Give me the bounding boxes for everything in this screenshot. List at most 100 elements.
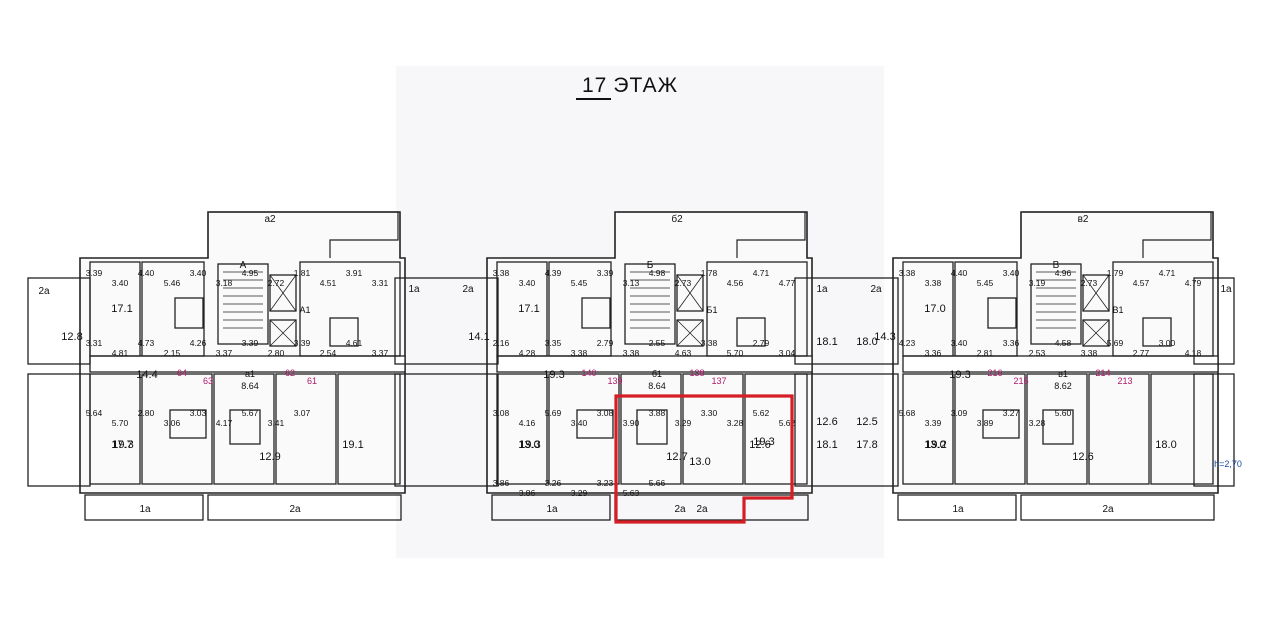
dimension-label: 5.62 [779, 418, 796, 428]
lower-room-1-4 [337, 373, 401, 485]
dimension-label: 1.79 [1107, 268, 1124, 278]
dimension-label: 4.73 [138, 338, 155, 348]
dimension-label: 2.80 [268, 348, 285, 358]
dimension-label: 3.35 [545, 338, 562, 348]
upper-room-2-2 [706, 261, 808, 357]
stair-label-3: В [1053, 260, 1060, 271]
dimension-label: 5.45 [977, 278, 994, 288]
stair-label-2: Б [647, 260, 654, 271]
dimension-label: 3.40 [112, 278, 129, 288]
dimension-label: 5.69 [1107, 338, 1124, 348]
bottom-balcony-label: 1a [952, 504, 964, 515]
room-area: 17.0 [924, 303, 945, 315]
lower-room-2-4 [744, 373, 808, 485]
dimension-label: 5.68 [899, 408, 916, 418]
bottom-balcony-label: 2a [1102, 504, 1114, 515]
dimension-label: 3.40 [1003, 268, 1020, 278]
ceiling-height-note: h=2,70 [1214, 459, 1242, 469]
room-area: 14.4 [136, 369, 157, 381]
wing-2 [794, 277, 899, 365]
section-outline-3 [892, 211, 1219, 494]
bottom-balcony-1 [207, 494, 402, 521]
lower-room-3-4 [1150, 373, 1214, 485]
dimension-label: 2.15 [164, 348, 181, 358]
lower-room-3-1 [954, 373, 1026, 485]
wing-label: 1a [408, 284, 420, 295]
wing-label: 1a [816, 284, 828, 295]
wing-1 [394, 277, 499, 365]
dimension-label: 2.54 [320, 348, 337, 358]
bath-2 [576, 409, 614, 439]
dimension-label: 5.69 [545, 408, 562, 418]
apartment-number: 213 [1117, 376, 1132, 386]
top-label-3: в2 [1078, 214, 1089, 225]
wing-label: 2a [38, 286, 50, 297]
dimension-label: 4.77 [779, 278, 796, 288]
room-area: 13.0 [924, 439, 945, 451]
dimension-label: 4.61 [346, 338, 363, 348]
bath-3 [1042, 409, 1074, 445]
dimension-label: 5.64 [86, 408, 103, 418]
lift-label-3: В1 [1112, 305, 1123, 315]
dimension-label: 3.26 [545, 478, 562, 488]
dimension-label: 3.40 [951, 338, 968, 348]
dimension-label: 4.51 [320, 278, 337, 288]
dimension-label: 2.79 [753, 338, 770, 348]
dimension-label: 3.30 [701, 408, 718, 418]
apartment-number: 139 [607, 376, 622, 386]
dimension-label: 3.39 [925, 418, 942, 428]
dimension-label: 4.56 [727, 278, 744, 288]
room-area: 19.3 [949, 369, 970, 381]
dimension-label: 4.28 [519, 348, 536, 358]
dimension-label: 4.95 [242, 268, 259, 278]
room-area: 12.8 [61, 331, 82, 343]
dimension-label: 5.66 [649, 478, 666, 488]
dimension-label: 3.06 [164, 418, 181, 428]
dimension-label: 3.40 [571, 418, 588, 428]
bottom-balcony-3 [897, 494, 1017, 521]
wing-3 [1193, 277, 1235, 365]
dimension-label: 4.40 [138, 268, 155, 278]
dimension-label: 4.71 [1159, 268, 1176, 278]
upper-room-2-1 [548, 261, 612, 357]
lift-a-3 [1082, 274, 1110, 312]
bath-1 [229, 409, 261, 445]
room-area: 12.6 [749, 439, 770, 451]
dimension-label: 3.04 [779, 348, 796, 358]
room-area: 18.0 [1155, 439, 1176, 451]
lift-label-1: А1 [299, 305, 310, 315]
dimension-label: 3.08 [493, 408, 510, 418]
dimension-label: 5.67 [242, 408, 259, 418]
bottom-balcony-label: 1a [546, 504, 558, 515]
lower-room-2-3 [682, 373, 744, 485]
bath-1 [174, 297, 204, 329]
dimension-label: 5.70 [727, 348, 744, 358]
wing-label: 2a [870, 284, 882, 295]
highlighted-apartment-outline [614, 394, 794, 524]
dimension-label: 3.29 [571, 488, 588, 498]
apartment-number: 62 [285, 368, 295, 378]
dimension-label: 2.73 [675, 278, 692, 288]
dimension-label: 5.63 [623, 488, 640, 498]
dimension-label: 3.38 [1081, 348, 1098, 358]
dimension-label: 3.37 [216, 348, 233, 358]
room-area: 19.1 [342, 439, 363, 451]
dimension-label: 3.38 [571, 348, 588, 358]
lift-cross [676, 319, 704, 347]
apartment-number: 215 [1013, 376, 1028, 386]
room-area: 12.6 [816, 416, 837, 428]
lower-room-3-2 [1026, 373, 1088, 485]
room-area: 19.3 [519, 439, 540, 451]
lower-room-2-0 [496, 373, 548, 485]
apartment-number: 61 [307, 376, 317, 386]
top-label-2: б2 [671, 213, 683, 225]
top-loggia-2 [617, 211, 806, 258]
bath-1 [329, 317, 359, 347]
upper-room-3-1 [954, 261, 1018, 357]
dimension-label: 4.81 [112, 348, 129, 358]
lobby-length-3: 8.62 [1054, 381, 1072, 391]
dimension-label: 2.73 [1081, 278, 1098, 288]
lower-room-3-0 [902, 373, 954, 485]
dimension-label: 3.28 [727, 418, 744, 428]
